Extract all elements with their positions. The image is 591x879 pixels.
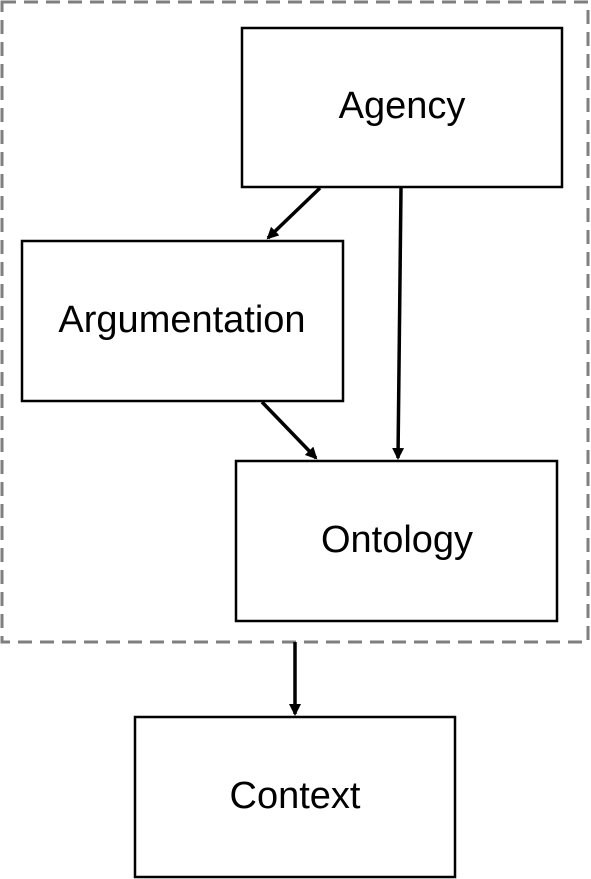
node-agency-box [240,26,564,189]
node-context: Context [133,715,457,879]
edge-argumentation-to-ontology [260,400,318,460]
edge-agency-to-argumentation [266,186,322,240]
node-agency: Agency [240,26,564,189]
node-argumentation-box [20,239,345,403]
node-agency-label: Agency [339,85,466,127]
node-ontology: Ontology [234,459,559,623]
node-context-box [133,715,457,879]
edge-agency-to-ontology [392,187,405,460]
node-argumentation-label: Argumentation [58,299,305,341]
node-argumentation: Argumentation [20,239,345,403]
node-ontology-label: Ontology [321,519,473,561]
node-context-label: Context [230,775,361,817]
node-ontology-box [234,459,559,623]
